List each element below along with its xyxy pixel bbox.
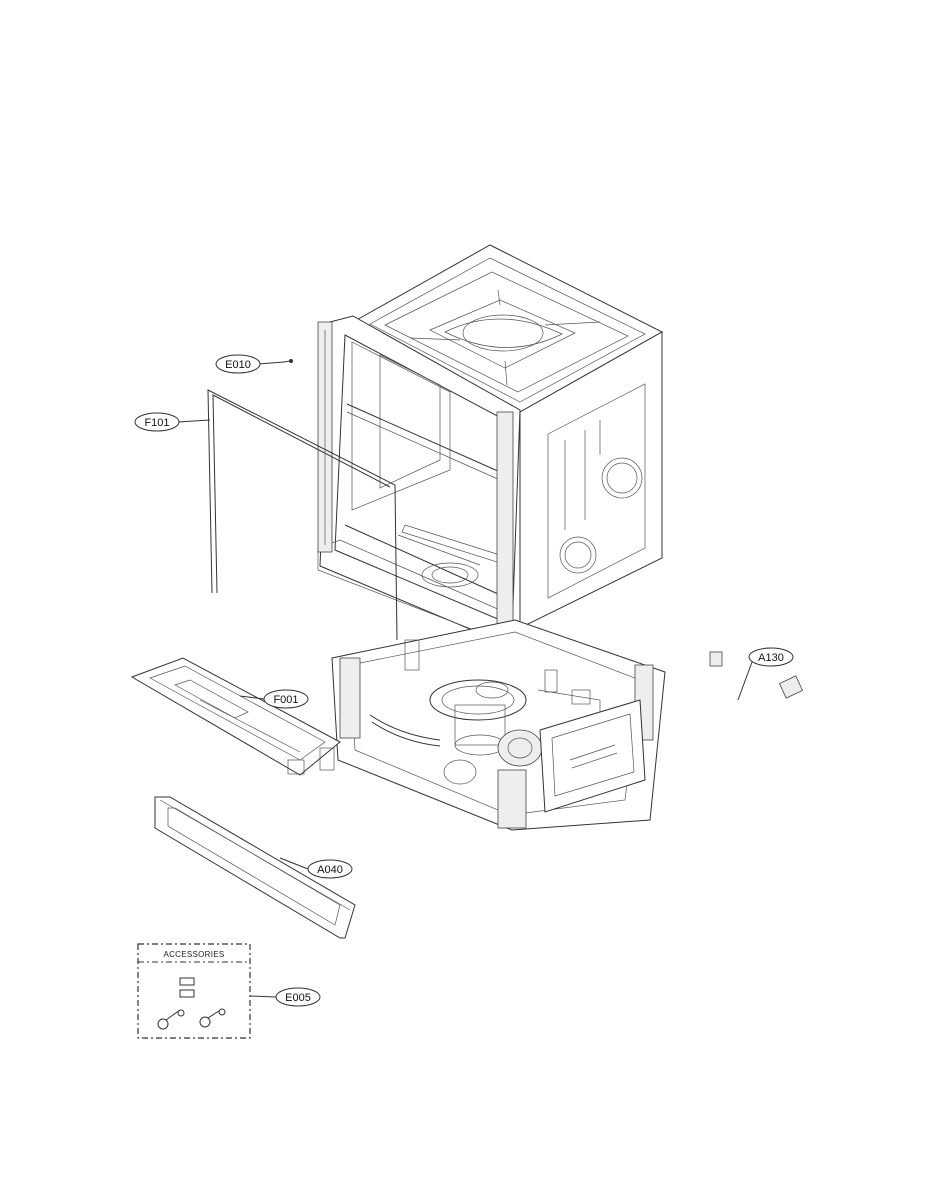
callout-f101: F101: [134, 412, 211, 432]
callout-f001: F001: [239, 689, 309, 709]
callout-e005: E005: [249, 987, 321, 1007]
toe-kick-part: [154, 796, 356, 939]
callout-a040: A040: [279, 857, 353, 879]
screw-icon: [199, 1008, 226, 1028]
callout-a130: A130: [737, 647, 794, 701]
screw-part: [283, 359, 293, 363]
accessories-title: ACCESSORIES: [163, 950, 224, 959]
accessories-box: ACCESSORIES: [137, 943, 251, 1039]
callout-e010-label: E010: [225, 359, 251, 371]
callout-f001-label: F001: [273, 694, 298, 706]
callout-e010: E010: [215, 354, 285, 374]
callout-f101-label: F101: [144, 417, 169, 429]
tub-assembly: [317, 244, 664, 641]
callout-a040-label: A040: [317, 864, 343, 876]
screw-icon: [157, 1009, 185, 1030]
base-bracket-part: [130, 657, 341, 776]
callout-e005-label: E005: [285, 992, 311, 1004]
drain-hose-part: [709, 651, 804, 712]
base-sump-assembly: [331, 619, 666, 831]
callout-a130-label: A130: [758, 652, 784, 664]
door-gasket-part: [207, 389, 398, 641]
